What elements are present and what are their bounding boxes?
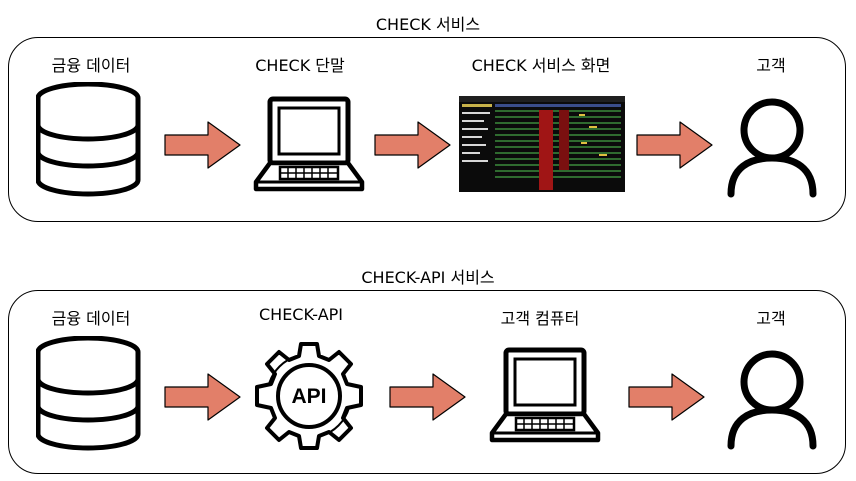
section-title-check-service: CHECK 서비스 [375,15,481,34]
laptop-icon [488,347,602,444]
person-icon [727,350,819,450]
step-label-customer: 고객 [756,309,786,328]
terminal-screen-image [459,96,625,192]
check-api-service-panel [8,290,846,474]
flow-arrow-icon [164,373,241,421]
api-gear-icon: API [255,342,363,450]
laptop-icon [252,96,366,193]
person-icon [727,98,819,198]
step-label-check-terminal: CHECK 단말 [255,56,345,75]
check-service-panel [8,37,846,222]
step-label-customer-computer: 고객 컴퓨터 [500,309,580,328]
step-label-check-api: CHECK-API [258,305,344,324]
flow-arrow-icon [164,121,241,169]
step-label-financial-data: 금융 데이터 [51,56,131,75]
section-title-check-api-service: CHECK-API 서비스 [361,268,495,287]
database-icon [36,82,144,198]
flow-arrow-icon [374,121,451,169]
flow-arrow-icon [628,373,705,421]
step-label-customer: 고객 [756,56,786,75]
flow-arrow-icon [389,373,466,421]
step-label-financial-data: 금융 데이터 [51,309,131,328]
api-icon-text: API [291,385,326,408]
database-icon [36,336,144,452]
flow-arrow-icon [636,121,713,169]
step-label-check-service-screen: CHECK 서비스 화면 [471,56,611,75]
